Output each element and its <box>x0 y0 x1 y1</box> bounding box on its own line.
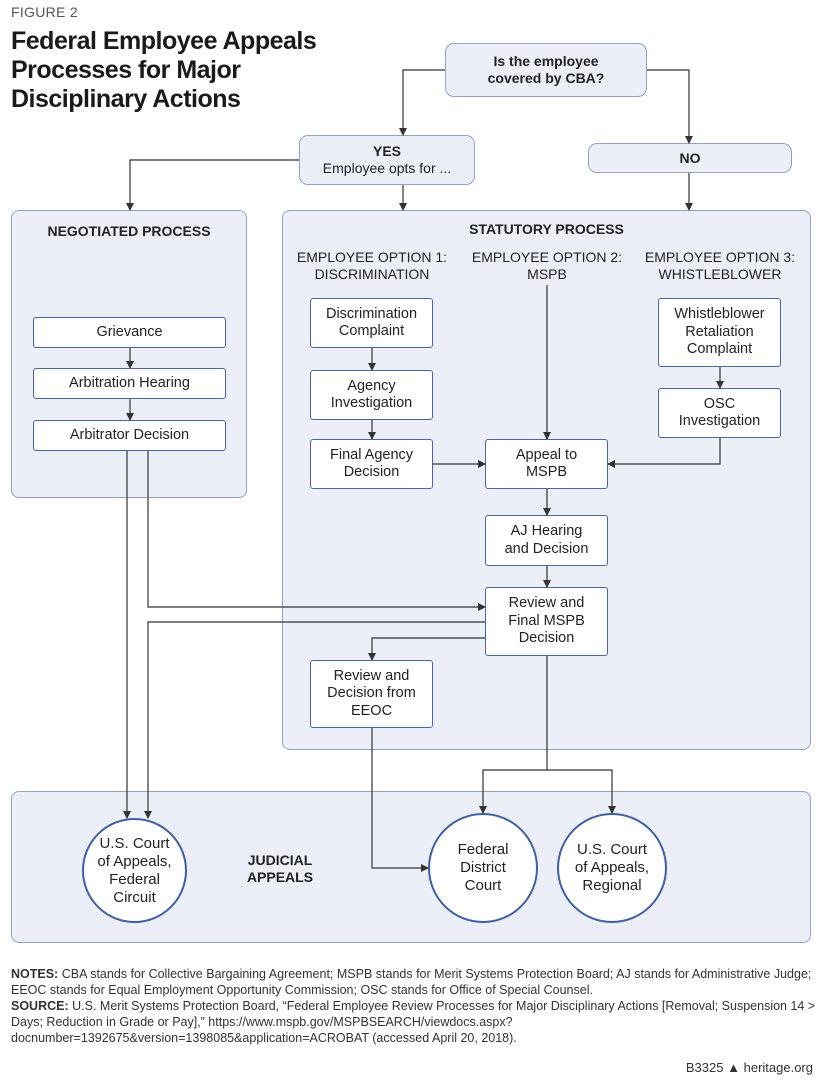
court-federal-circuit: U.S. Court of Appeals, Federal Circuit <box>82 818 187 923</box>
option-2-line1: EMPLOYEE OPTION 2: <box>471 249 623 265</box>
arrow-osc-appeal <box>607 438 721 468</box>
source-label: SOURCE: <box>11 999 69 1013</box>
option-3-line2: WHISTLEBLOWER <box>658 266 782 282</box>
arrow-q-no <box>647 69 693 144</box>
arrow-arb-review <box>147 451 486 611</box>
figure-title: Federal Employee Appeals Processes for M… <box>11 27 317 113</box>
arrow-review-fedcircuit <box>144 621 485 819</box>
statutory-heading: STATUTORY PROCESS <box>469 221 624 237</box>
arrow-eeoc-district <box>371 728 429 872</box>
arrow-yes-negotiated <box>126 159 299 211</box>
notes-block: NOTES: CBA stands for Collective Bargain… <box>11 966 816 1046</box>
cba-question-text: Is the employee covered by CBA? <box>487 53 605 86</box>
notes-label: NOTES: <box>11 967 59 981</box>
eeoc-review-box: Review and Decision from EEOC <box>310 660 433 728</box>
liberty-bell-icon: ▲ <box>727 1060 740 1075</box>
court-appeals-regional: U.S. Court of Appeals, Regional <box>557 813 667 923</box>
option-3-heading: EMPLOYEE OPTION 3:WHISTLEBLOWER <box>635 249 805 283</box>
figure-label: FIGURE 2 <box>11 4 78 20</box>
court-federal-district: Federal District Court <box>428 813 538 923</box>
arrow-q-yes <box>399 69 445 136</box>
no-label: NO <box>679 149 701 166</box>
yes-sub: Employee opts for ... <box>322 160 452 176</box>
grievance-box: Grievance <box>33 317 226 348</box>
judicial-heading: JUDICIAL APPEALS <box>246 852 314 885</box>
yes-label: YES <box>372 143 401 159</box>
arbitration-hearing-box: Arbitration Hearing <box>33 368 226 399</box>
footer-site: heritage.org <box>743 1060 813 1075</box>
footer: B3325 ▲ heritage.org <box>686 1060 813 1075</box>
agency-investigation-box: Agency Investigation <box>310 370 433 420</box>
review-final-mspb-box: Review and Final MSPB Decision <box>485 587 608 656</box>
footer-code: B3325 <box>685 1060 724 1075</box>
option-3-line1: EMPLOYEE OPTION 3: <box>644 249 796 265</box>
notes-text: CBA stands for Collective Bargaining Agr… <box>11 967 812 997</box>
arrow-review-eeoc <box>368 637 485 661</box>
option-2-heading: EMPLOYEE OPTION 2:MSPB <box>462 249 632 283</box>
option-2-line2: MSPB <box>527 266 567 282</box>
option-1-heading: EMPLOYEE OPTION 1:DISCRIMINATION <box>287 249 457 283</box>
whistleblower-complaint-box: Whistleblower Retaliation Complaint <box>658 298 781 367</box>
cba-question: Is the employee covered by CBA? <box>445 43 647 97</box>
discrimination-complaint-box: Discrimination Complaint <box>310 298 433 348</box>
aj-hearing-box: AJ Hearing and Decision <box>485 515 608 566</box>
negotiated-heading: NEGOTIATED PROCESS <box>47 223 211 239</box>
option-1-line2: DISCRIMINATION <box>314 266 430 282</box>
arbitrator-decision-box: Arbitrator Decision <box>33 420 226 451</box>
option-1-line1: EMPLOYEE OPTION 1: <box>296 249 448 265</box>
source-text: U.S. Merit Systems Protection Board, “Fe… <box>11 999 816 1045</box>
arrow-review-district <box>479 656 548 814</box>
arrow-review-regional <box>547 769 616 814</box>
